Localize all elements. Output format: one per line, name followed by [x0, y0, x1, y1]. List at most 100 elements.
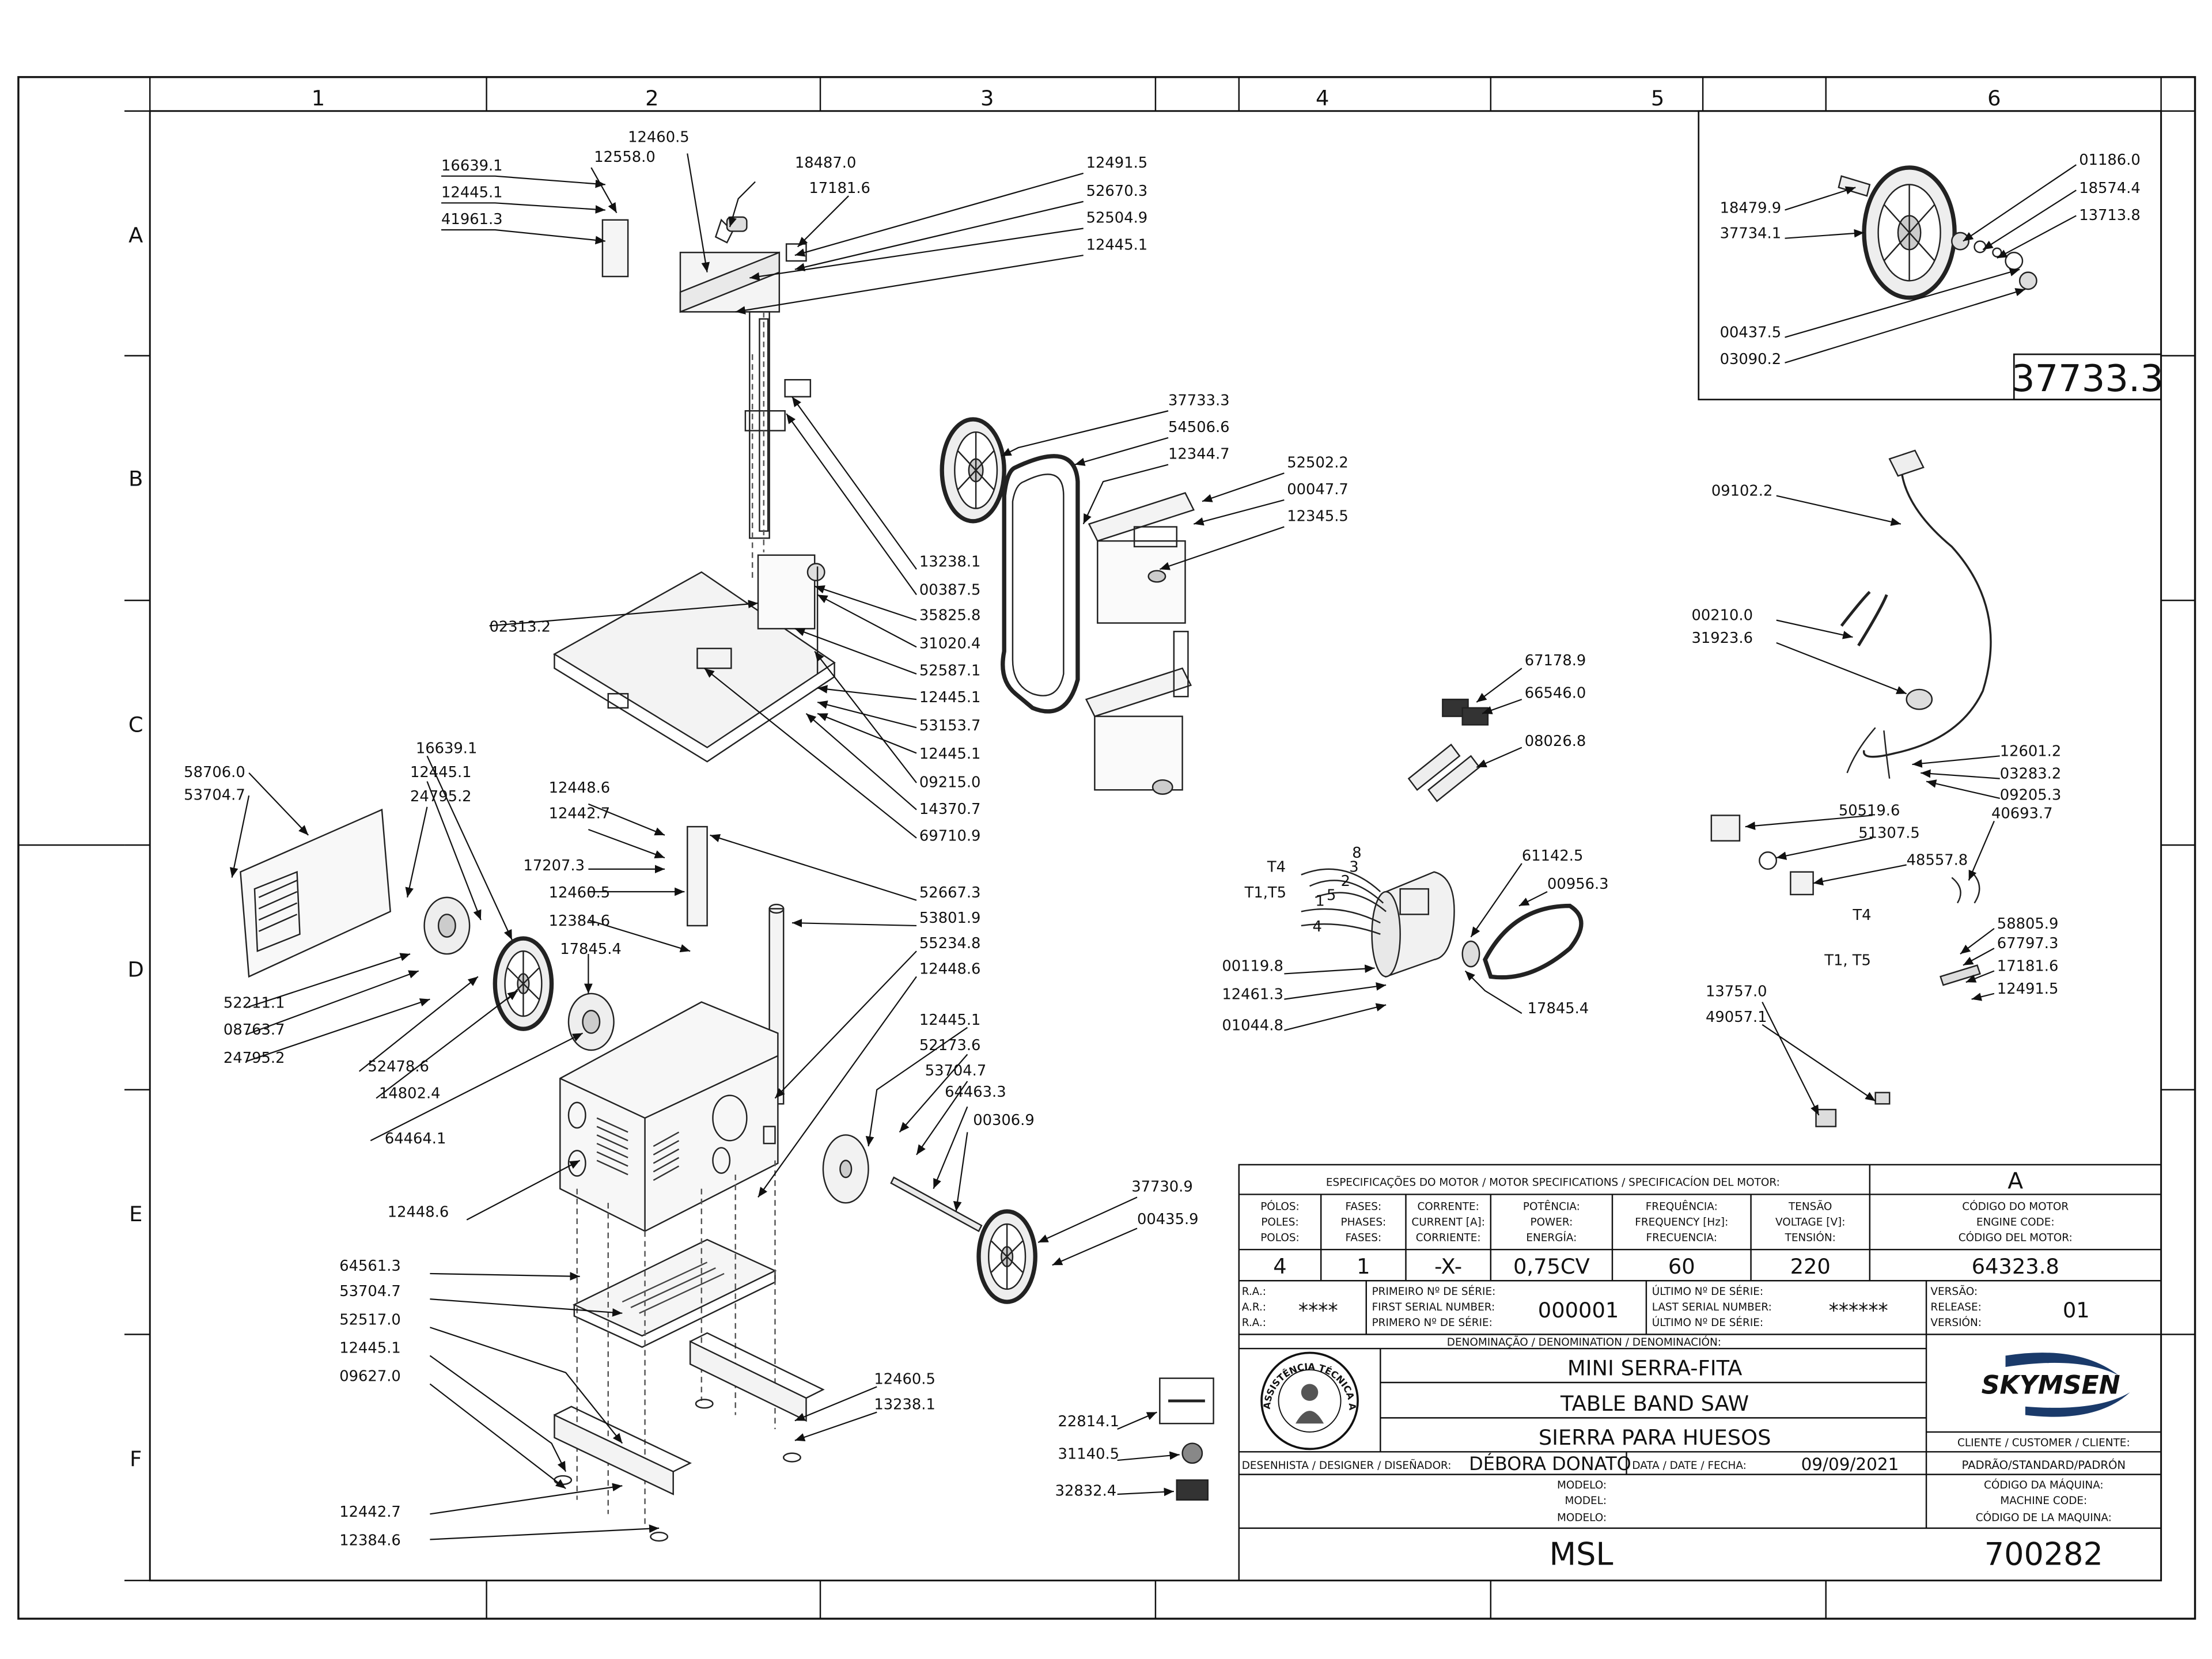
- motor: [1301, 868, 1480, 978]
- brand-name: SKYMSEN: [1982, 1371, 2120, 1400]
- part-label: 18487.0: [795, 154, 857, 172]
- grid-row-e: E: [129, 1202, 142, 1226]
- version-label-2: RELEASE:: [1930, 1301, 1981, 1313]
- part-label: 13713.8: [2079, 207, 2141, 224]
- first-serial-label-3: PRIMERO Nº DE SÉRIE:: [1372, 1316, 1493, 1329]
- model-label-3: MODELO:: [1557, 1512, 1607, 1524]
- hdr-power-pt: POTÊNCIA:: [1523, 1200, 1580, 1213]
- part-label: 12460.5: [874, 1370, 935, 1388]
- part-label: 52502.2: [1287, 454, 1349, 471]
- version-value: 01: [2063, 1298, 2090, 1323]
- part-label: 09205.3: [2000, 786, 2062, 804]
- grid-col-3: 3: [980, 86, 994, 111]
- hdr-phases-es: FASES:: [1346, 1232, 1382, 1244]
- version-label-3: VERSIÓN:: [1930, 1316, 1982, 1329]
- part-label: 18479.9: [1720, 200, 1782, 217]
- part-label: 24795.2: [224, 1050, 285, 1067]
- wire-label: 8: [1352, 844, 1361, 862]
- part-label: 09627.0: [339, 1368, 401, 1385]
- hdr-freq-pt: FREQUÊNCIA:: [1646, 1200, 1718, 1213]
- part-label: 69710.9: [919, 828, 981, 845]
- part-label: 01044.8: [1222, 1017, 1283, 1035]
- part-label: 14370.7: [919, 801, 981, 818]
- part-label: 37730.9: [1131, 1179, 1193, 1196]
- part-label: 67178.9: [1525, 652, 1586, 669]
- value-current: -X-: [1434, 1254, 1462, 1279]
- part-label: 08026.8: [1525, 733, 1586, 750]
- part-label: 13238.1: [919, 553, 981, 570]
- side-cover: [240, 808, 391, 978]
- hdr-power-es: ENERGÍA:: [1526, 1231, 1577, 1244]
- wire-label: 1: [1315, 893, 1324, 910]
- value-poles: 4: [1273, 1254, 1286, 1279]
- part-label: 31140.5: [1058, 1446, 1120, 1463]
- wire-label: T1,T5: [1244, 884, 1286, 902]
- wire-label: T4: [1267, 859, 1286, 876]
- part-label: 12491.5: [1997, 980, 2059, 998]
- saw-table: [553, 554, 836, 763]
- grid-labels: 1 2 3 4 5 6 A B C D E F: [128, 86, 2001, 1471]
- part-label: 58805.9: [1997, 915, 2059, 933]
- grid-row-b: B: [128, 466, 143, 491]
- hdr-current-es: CORRIENTE:: [1416, 1232, 1481, 1244]
- lower-wheel-right: [976, 1209, 1037, 1304]
- part-label: 52517.0: [339, 1311, 401, 1328]
- part-label: 52173.6: [919, 1037, 981, 1054]
- machine-code-value: 700282: [1984, 1536, 2103, 1573]
- part-label: 37733.3: [1168, 392, 1230, 409]
- part-label: 35825.8: [919, 607, 981, 624]
- part-label: 12442.7: [549, 805, 611, 822]
- wire-label: T1, T5: [1824, 952, 1871, 969]
- part-label: 32832.4: [1055, 1482, 1117, 1499]
- part-label: 31923.6: [1691, 630, 1753, 647]
- part-label: 58706.0: [184, 764, 245, 781]
- part-label: 09102.2: [1711, 483, 1773, 500]
- part-label: 12445.1: [1086, 236, 1148, 253]
- name-pt: MINI SERRA-FITA: [1567, 1356, 1743, 1381]
- wire-label: 4: [1312, 918, 1321, 935]
- part-label: 64561.3: [339, 1257, 401, 1275]
- designer-label: DESENHISTA / DESIGNER / DISEÑADOR:: [1242, 1459, 1452, 1472]
- drawing-frame: [17, 76, 2196, 1620]
- part-label: 12445.1: [339, 1339, 401, 1357]
- grid-col-2: 2: [645, 86, 658, 111]
- part-label: 61142.5: [1522, 847, 1584, 865]
- leader-lines: [229, 153, 2077, 1540]
- part-label: 52478.6: [368, 1058, 429, 1075]
- hdr-voltage-es: TENSIÓN:: [1785, 1231, 1836, 1244]
- part-label: 12445.1: [919, 689, 981, 706]
- hdr-poles-en: POLES:: [1261, 1216, 1298, 1228]
- part-label: 64464.1: [385, 1130, 446, 1147]
- ra-value: ****: [1298, 1300, 1338, 1323]
- motor-spec-header: ESPECIFICAÇÕES DO MOTOR / MOTOR SPECIFIC…: [1326, 1176, 1780, 1189]
- model-label-1: MODELO:: [1557, 1479, 1607, 1491]
- hdr-voltage-pt: TENSÃO: [1788, 1200, 1832, 1213]
- revision-letter: A: [2008, 1169, 2023, 1195]
- client-label: CLIENTE / CUSTOMER / CLIENTE:: [1957, 1437, 2130, 1449]
- part-label: 66546.0: [1525, 685, 1586, 702]
- part-label: 55234.8: [919, 935, 981, 952]
- part-label: 51307.5: [1858, 825, 1920, 842]
- last-serial-value: ******: [1829, 1300, 1888, 1323]
- value-engine-code: 64323.8: [1972, 1254, 2059, 1279]
- drive-pulley-and-shaft: [822, 1134, 983, 1232]
- part-label: 12460.5: [628, 129, 690, 146]
- band-blade: [1001, 454, 1080, 714]
- model-value: MSL: [1549, 1536, 1613, 1573]
- part-label: 02313.2: [490, 618, 551, 635]
- part-label: 12448.6: [919, 960, 981, 978]
- first-serial-label-1: PRIMEIRO Nº DE SÉRIE:: [1372, 1285, 1496, 1298]
- part-label: 16639.1: [441, 157, 503, 175]
- part-label: 12558.0: [594, 149, 656, 166]
- inset-code: 37733.3: [2012, 358, 2164, 400]
- hdr-phases-pt: FASES:: [1346, 1200, 1382, 1213]
- part-label: 37734.1: [1720, 225, 1782, 243]
- part-label: 09215.0: [919, 774, 981, 791]
- upper-blade-guard: [1088, 492, 1195, 624]
- part-drawings: [240, 165, 2037, 1542]
- part-label: 53704.7: [184, 786, 245, 804]
- hdr-poles-pt: PÓLOS:: [1260, 1200, 1300, 1213]
- part-label: 40693.7: [1991, 805, 2053, 822]
- lower-wheel-left: [493, 936, 554, 1031]
- part-label: 12445.1: [919, 745, 981, 763]
